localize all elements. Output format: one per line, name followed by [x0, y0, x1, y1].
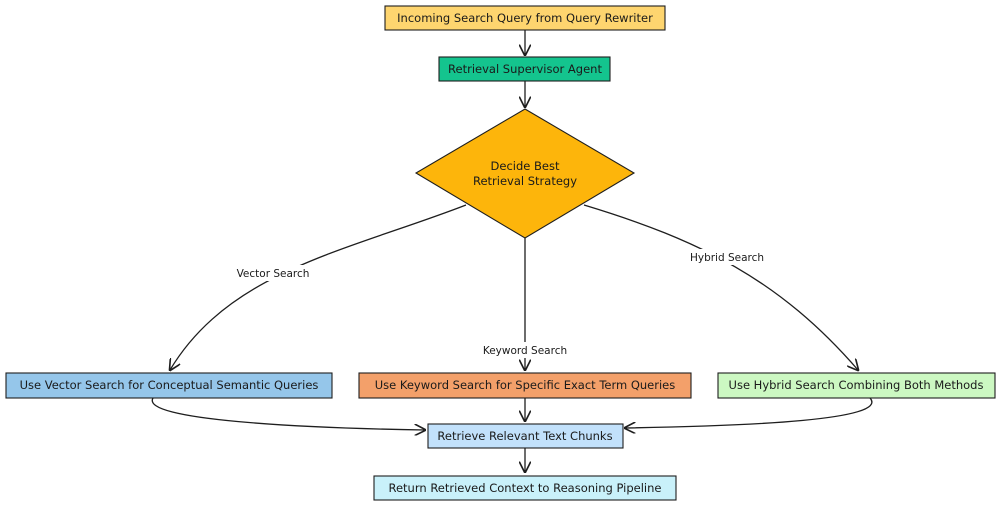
node-hybrid-search-label: Use Hybrid Search Combining Both Methods [729, 378, 984, 392]
vector-label-bg [230, 265, 316, 281]
node-return-context: Return Retrieved Context to Reasoning Pi… [373, 475, 677, 501]
node-decision-label-line2: Retrieval Strategy [473, 174, 577, 188]
node-retrieval-supervisor-label: Retrieval Supervisor Agent [448, 62, 602, 76]
edge-decision-to-hybrid [583, 204, 858, 370]
edge-label-hybrid-search: Hybrid Search [690, 252, 764, 264]
node-decision-diamond: Decide Best Retrieval Strategy [414, 108, 636, 239]
keyword-label-bg [478, 342, 572, 358]
node-incoming-query: Incoming Search Query from Query Rewrite… [384, 5, 666, 31]
edge-decision-to-vector [170, 204, 467, 370]
hybrid-label-bg [686, 249, 768, 265]
edge-vector-to-retrieve [151, 397, 425, 430]
node-keyword-search: Use Keyword Search for Specific Exact Te… [358, 372, 692, 399]
node-retrieve-chunks: Retrieve Relevant Text Chunks [427, 423, 624, 449]
node-vector-search-label: Use Vector Search for Conceptual Semanti… [20, 378, 319, 392]
node-hybrid-search: Use Hybrid Search Combining Both Methods [717, 372, 996, 399]
node-retrieval-supervisor: Retrieval Supervisor Agent [438, 56, 611, 82]
node-decision-label-line1: Decide Best [491, 159, 560, 173]
node-vector-search: Use Vector Search for Conceptual Semanti… [5, 372, 333, 399]
node-incoming-query-label: Incoming Search Query from Query Rewrite… [397, 11, 653, 25]
edge-hybrid-to-retrieve [625, 397, 873, 428]
node-keyword-search-label: Use Keyword Search for Specific Exact Te… [375, 378, 676, 392]
edge-label-keyword-search: Keyword Search [483, 345, 567, 357]
edge-label-vector-search: Vector Search [237, 268, 310, 280]
node-retrieve-chunks-label: Retrieve Relevant Text Chunks [437, 429, 612, 443]
node-return-context-label: Return Retrieved Context to Reasoning Pi… [389, 481, 662, 495]
